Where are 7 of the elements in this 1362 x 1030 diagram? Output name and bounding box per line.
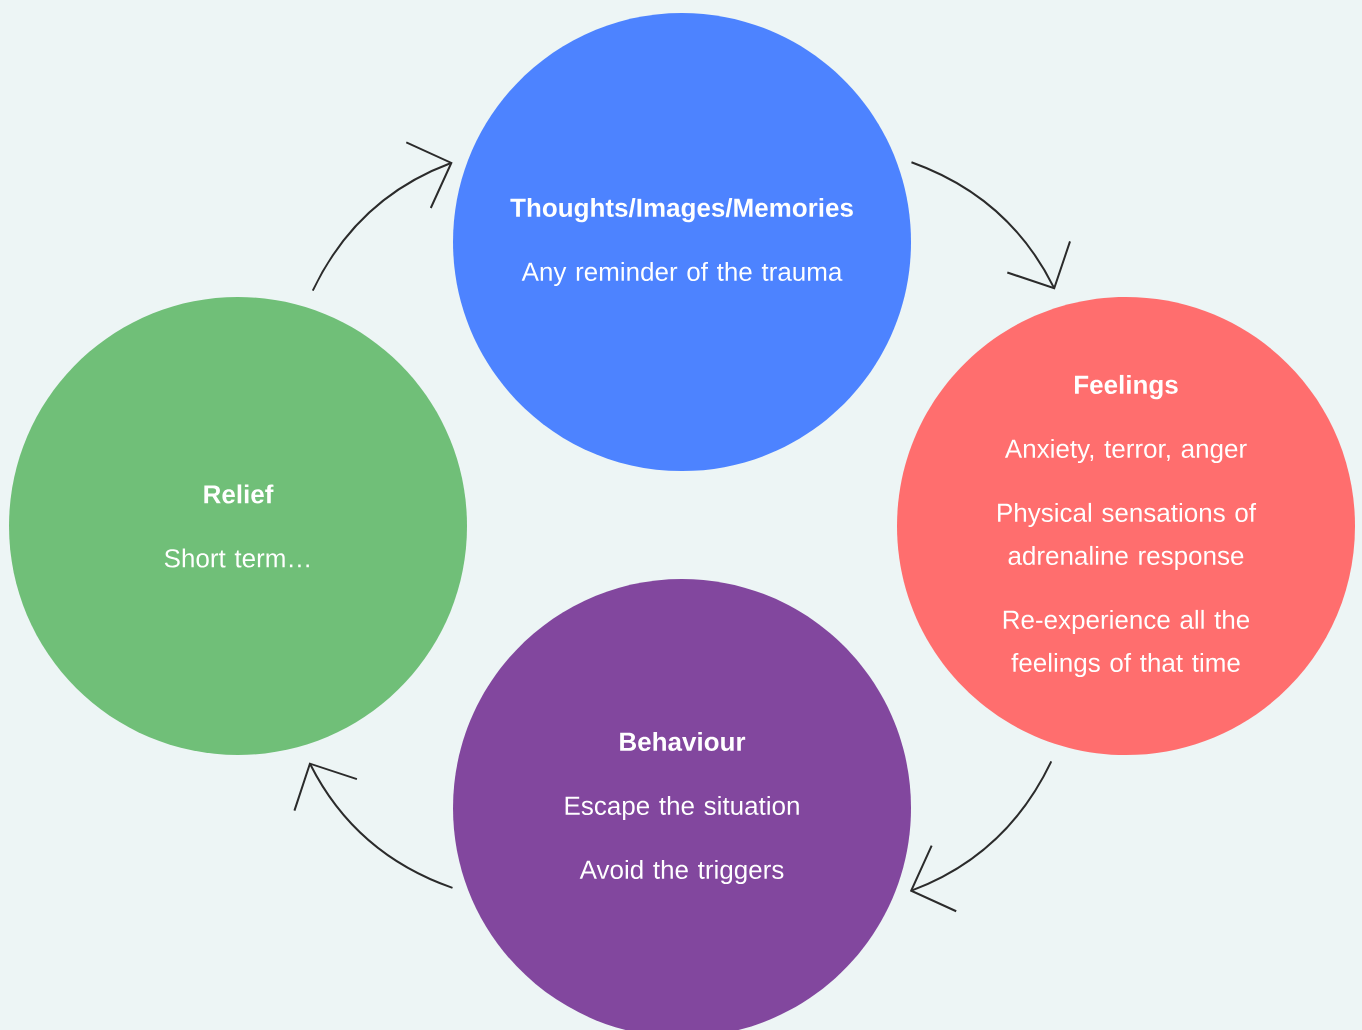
- arrow: [293, 762, 454, 889]
- circle-node: Thoughts/Images/Memories Any reminder of the trauma: [453, 13, 911, 471]
- circle-node: Feelings Anxiety, terror, anger Physical sensations of adrenaline response Re-experience all the feelings of that time: [897, 297, 1355, 755]
- arrow: [909, 760, 1053, 913]
- circle-node: Relief Short term…: [9, 297, 467, 755]
- arrow: [311, 141, 453, 292]
- arrow: [910, 161, 1071, 290]
